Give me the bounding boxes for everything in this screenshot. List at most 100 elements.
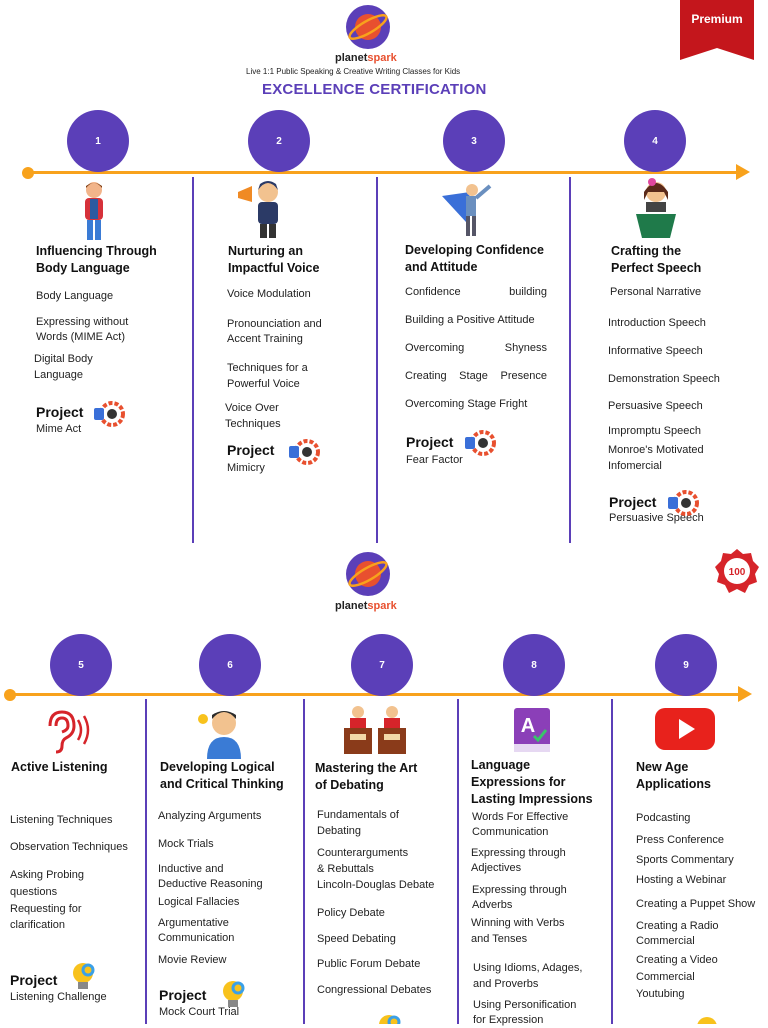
list-item: Digital Body xyxy=(34,353,93,365)
brand-name: planetspark xyxy=(335,52,397,64)
step-circle-2: 2 xyxy=(248,110,310,172)
list-item: Demonstration Speech xyxy=(608,373,720,385)
list-item: Listening Techniques xyxy=(10,814,113,826)
list-item: Introduction Speech xyxy=(608,317,706,329)
list-item: questions xyxy=(10,886,58,898)
step-circle-8: 8 xyxy=(503,634,565,696)
youtube-play-icon xyxy=(655,708,715,750)
list-item: Speed Debating xyxy=(317,933,396,945)
list-item: Creating a Radio xyxy=(636,920,719,932)
list-item: Youtubing xyxy=(636,988,685,1000)
list-item: Sports Commentary xyxy=(636,854,734,866)
list-item: Congressional Debates xyxy=(317,984,432,996)
list-item: Debating xyxy=(317,825,362,837)
seal-number: 100 xyxy=(729,567,746,578)
seal-badge-icon: 100 xyxy=(715,549,759,593)
list-item: Lincoln-Douglas Debate xyxy=(317,879,435,891)
boy-megaphone-icon xyxy=(238,181,278,238)
project-gear-icon xyxy=(94,401,125,427)
svg-text:A: A xyxy=(521,715,535,737)
project-label: Project xyxy=(10,972,58,988)
list-item: Commercial xyxy=(636,935,695,947)
column-divider xyxy=(376,177,378,543)
list-item: Impromptu Speech xyxy=(608,425,701,437)
list-item: Monroe's Motivated xyxy=(608,444,704,456)
project-name: Mimicry xyxy=(227,462,265,474)
list-item: Pronounciation and xyxy=(227,318,322,330)
lightbulb-gear-icon xyxy=(697,1017,717,1024)
lightbulb-gear-icon xyxy=(73,963,95,989)
list-item: Press Conference xyxy=(636,834,725,846)
dictionary-book-icon: A xyxy=(514,708,550,752)
list-item: and Tenses xyxy=(471,933,528,945)
list-item: & Rebuttals xyxy=(317,863,374,875)
step-circle-9: 9 xyxy=(655,634,717,696)
list-item: Analyzing Arguments xyxy=(158,810,262,822)
list-item: Requesting for xyxy=(10,903,82,915)
list-item: Persuasive Speech xyxy=(608,400,703,412)
step-circle-1: 1 xyxy=(67,110,129,172)
column-divider xyxy=(611,699,613,1024)
project-gear-icon xyxy=(465,430,496,456)
step-circle-7: 7 xyxy=(351,634,413,696)
list-item: Deductive Reasoning xyxy=(158,878,263,890)
list-item: Creating a Puppet Show xyxy=(636,898,756,910)
timeline-arrow-icon xyxy=(736,164,750,180)
list-item: Policy Debate xyxy=(317,907,385,919)
column-divider xyxy=(192,177,194,543)
project-name: Persuasive Speech xyxy=(609,512,704,524)
list-item: Using Personification xyxy=(473,999,577,1011)
project-name: Listening Challenge xyxy=(10,991,107,1003)
planetspark-logo xyxy=(346,5,390,49)
list-item: Inductive and xyxy=(158,863,224,875)
step-circle-4: 4 xyxy=(624,110,686,172)
list-item: Powerful Voice xyxy=(227,378,300,390)
ear-icon xyxy=(48,710,90,754)
project-name: Mime Act xyxy=(36,423,82,435)
module-5-title: Active Listening xyxy=(11,760,108,774)
superhero-icon xyxy=(442,184,492,236)
list-item: Informative Speech xyxy=(608,345,703,357)
list-item: Hosting a Webinar xyxy=(636,874,727,886)
list-item: Words For Effective xyxy=(472,811,569,823)
column-divider xyxy=(569,177,571,543)
list-item: Voice Over xyxy=(225,402,279,414)
project-label: Project xyxy=(406,434,454,450)
list-item: Using Idioms, Adages, xyxy=(473,962,583,974)
list-item: Observation Techniques xyxy=(10,841,128,853)
step-circle-6: 6 xyxy=(199,634,261,696)
timeline-line xyxy=(28,171,738,174)
project-label: Project xyxy=(609,494,657,510)
list-item: for Expression xyxy=(473,1014,544,1026)
column-divider xyxy=(145,699,147,1024)
list-item: Communication xyxy=(472,826,549,838)
page-title: EXCELLENCE CERTIFICATION xyxy=(262,81,487,98)
list-item: Techniques for a xyxy=(227,362,308,374)
project-gear-icon xyxy=(668,490,699,516)
brand-name: planetspark xyxy=(335,600,397,612)
list-item: Argumentative xyxy=(158,917,229,929)
project-name: Mock Court Trial xyxy=(159,1006,240,1018)
list-item: Expressing through xyxy=(471,847,566,859)
list-item: Communication xyxy=(158,932,235,944)
list-item: Asking Probing xyxy=(10,869,84,881)
planetspark-logo xyxy=(346,552,390,596)
project-label: Project xyxy=(227,442,275,458)
list-item: Adverbs xyxy=(472,899,513,911)
list-item: Commercial xyxy=(636,971,695,983)
step-circle-5: 5 xyxy=(50,634,112,696)
list-item: Mock Trials xyxy=(158,838,214,850)
list-item: Words (MIME Act) xyxy=(36,331,126,343)
list-item: Building a Positive Attitude xyxy=(405,314,535,326)
list-item: Voice Modulation xyxy=(227,288,311,300)
